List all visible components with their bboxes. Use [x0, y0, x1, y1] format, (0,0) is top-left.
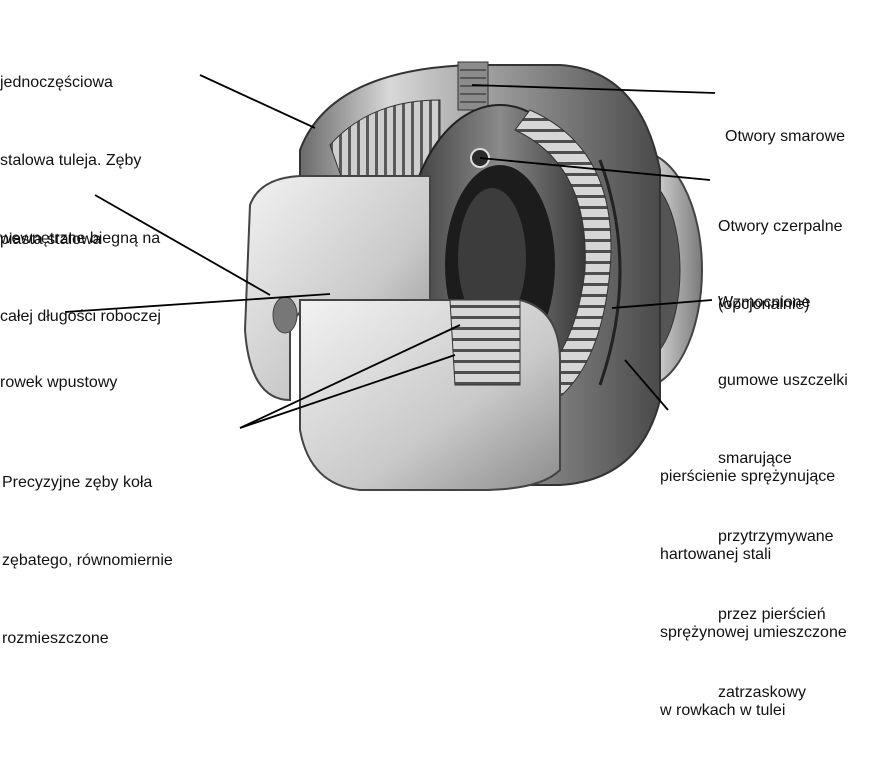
- gear-coupling-illustration: [64, 61, 716, 491]
- leader-piasta: [94, 194, 271, 296]
- leader-czerpalne: [479, 157, 711, 181]
- leader-lines: [64, 74, 716, 429]
- leader-zeby-2: [239, 354, 456, 429]
- leader-zeby-1: [239, 324, 461, 429]
- label-otwory-smarowe: Otwory smarowe: [725, 128, 846, 145]
- plug-threads: [460, 69, 486, 103]
- label-pierscienie-sprezynujace: pierścienie sprężynujące hartowanej stal…: [660, 468, 847, 719]
- label-precyzyjne-zeby: Precyzyjne zęby koła zębatego, równomier…: [2, 474, 173, 647]
- leader-wpust: [64, 293, 331, 313]
- coupling-diagram: jednoczęściowa stalowa tuleja. Zęby wewn…: [0, 61, 848, 719]
- leader-smarowe: [471, 84, 716, 94]
- label-jednoczesciowa-tuleja: jednoczęściowa stalowa tuleja. Zęby wewn…: [0, 74, 161, 325]
- label-rowek-wpustowy: rowek wpustowy: [0, 374, 118, 391]
- leader-pierscienie: [624, 359, 669, 411]
- label-otwory-czerpalne: Otwory czerpalne (opcjonalnie): [718, 218, 843, 313]
- label-piasta-stalowa: piasta stalowa: [0, 231, 102, 248]
- leader-uszczelki: [611, 299, 713, 309]
- leader-tuleja: [199, 74, 316, 129]
- retaining-ring: [598, 159, 622, 386]
- lower-hub-teeth: [449, 299, 521, 386]
